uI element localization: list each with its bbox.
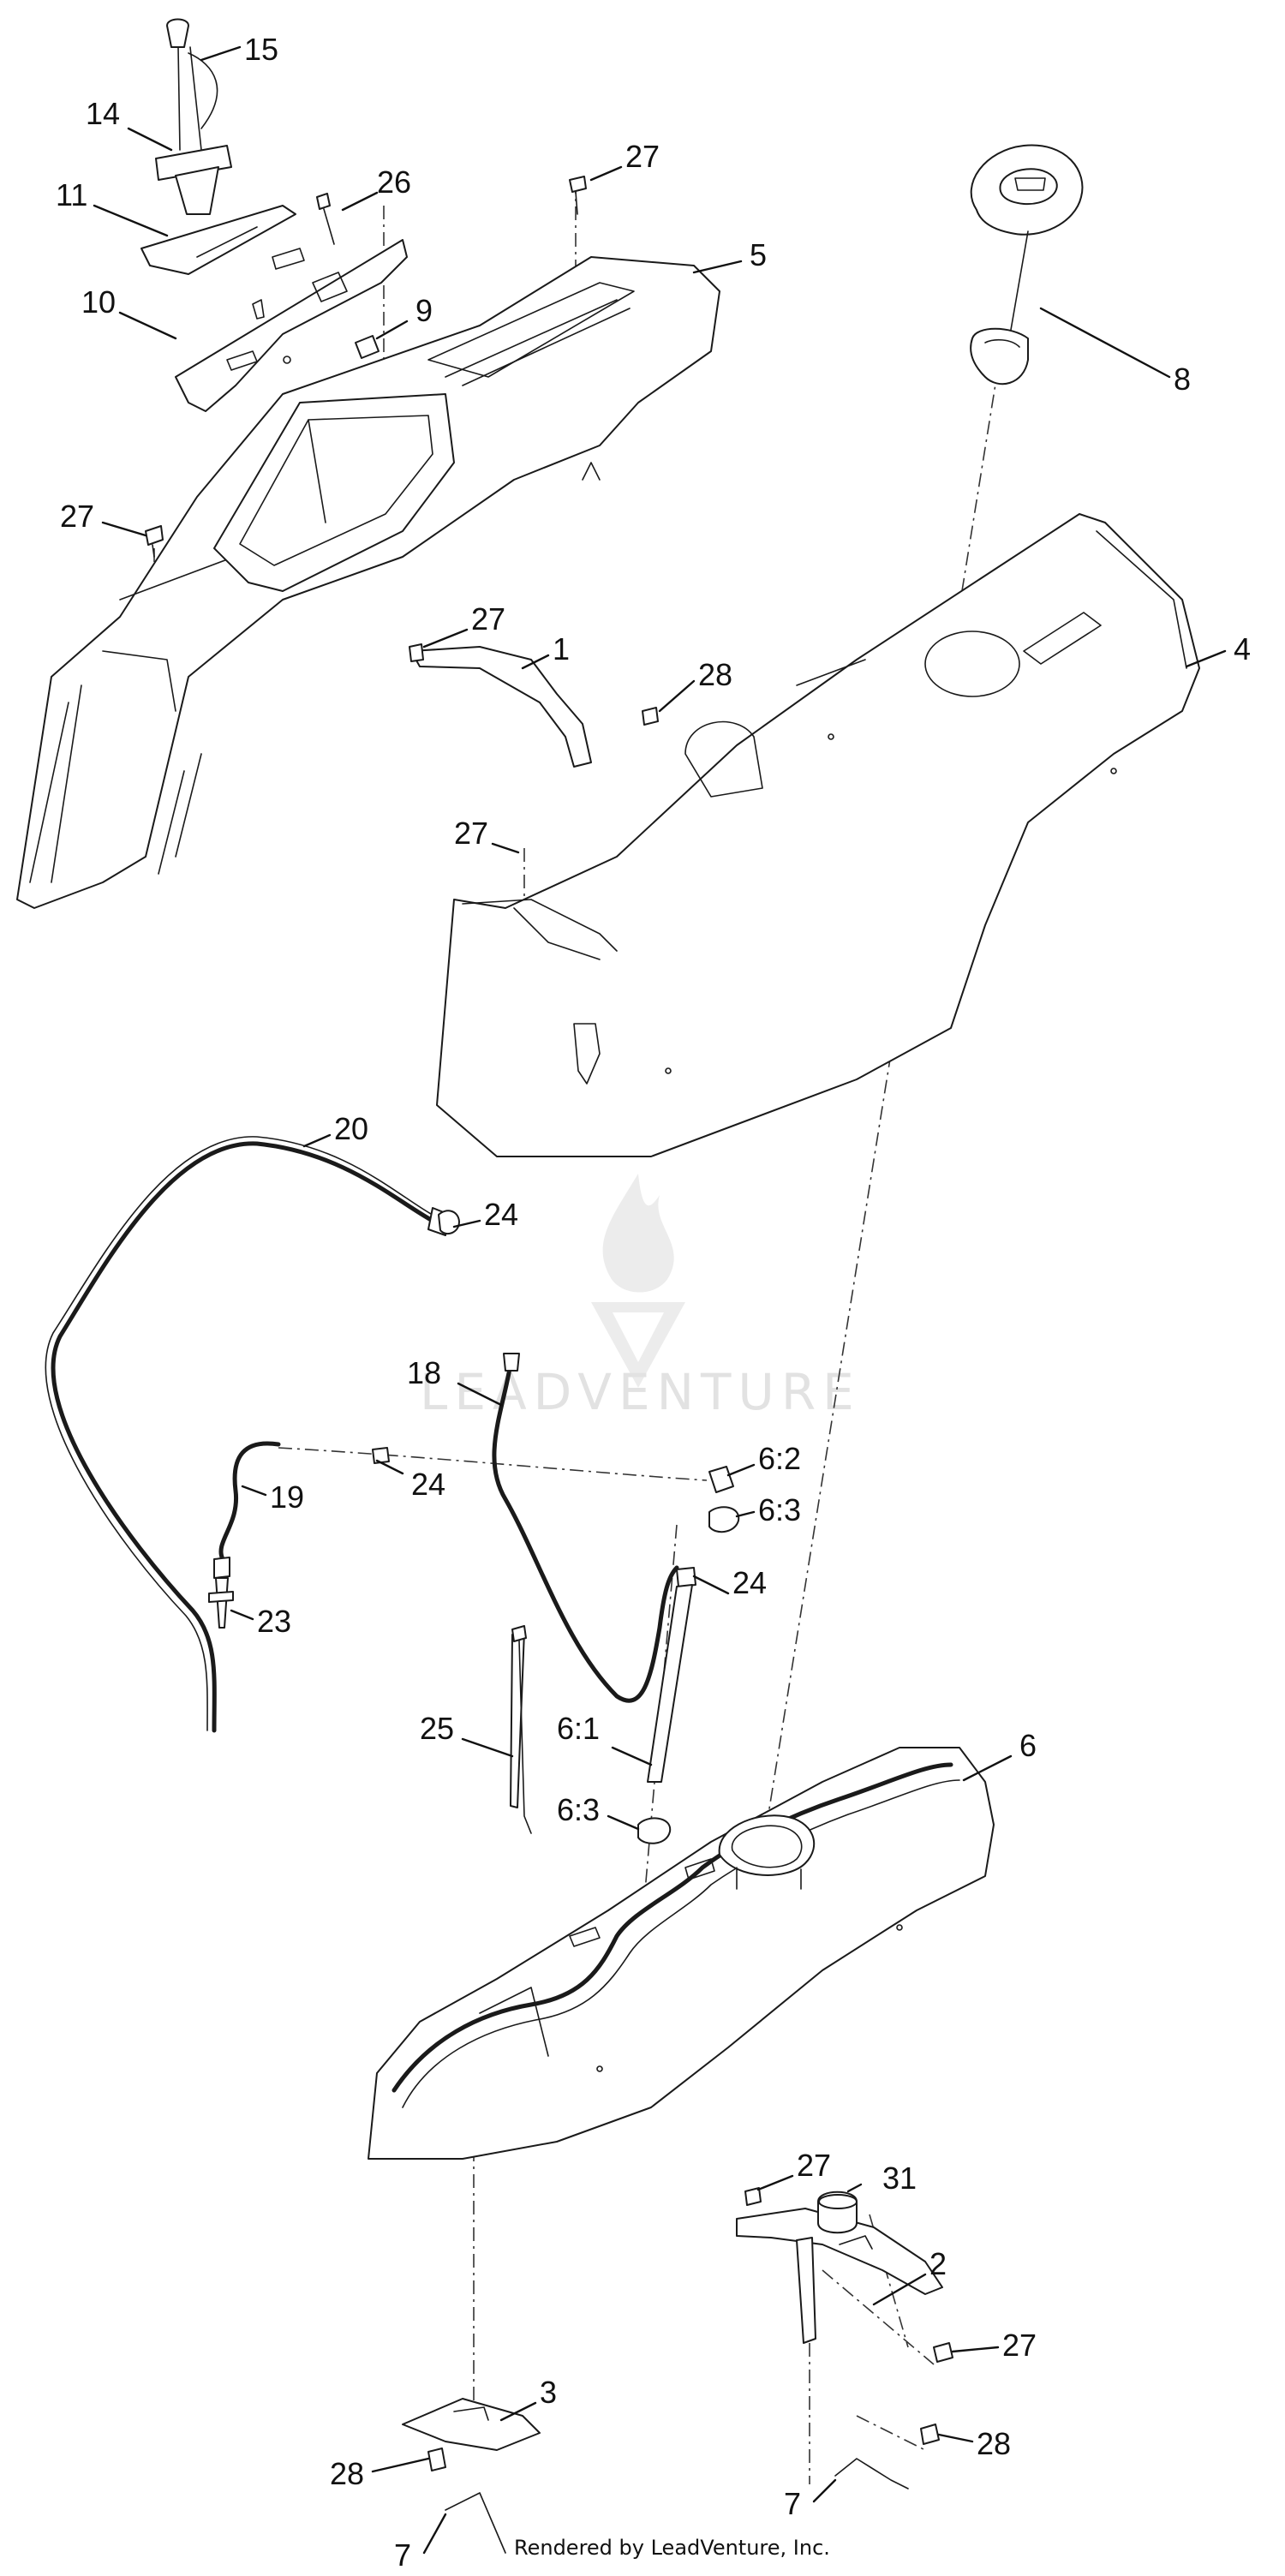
callout-26: 26 (377, 164, 411, 200)
callout-4: 4 (1234, 631, 1251, 666)
callout-24: 24 (732, 1565, 767, 1600)
cable-tie-part-25 (511, 1625, 532, 1834)
callout-31: 31 (882, 2161, 917, 2196)
callout-24: 24 (411, 1467, 445, 1502)
bracket-part-2 (736, 2187, 953, 2445)
callout-6-2: 6:2 (758, 1441, 801, 1476)
callout-27: 27 (797, 2148, 831, 2183)
callout-5: 5 (750, 237, 767, 272)
callout-11: 11 (56, 177, 87, 212)
callout-6-1: 6:1 (557, 1711, 600, 1746)
callout-18: 18 (407, 1355, 441, 1390)
footer-credit: Rendered by LeadVenture, Inc. (514, 2536, 830, 2560)
callout-7: 7 (784, 2486, 801, 2521)
hose-part-18 (492, 1353, 679, 1703)
callout-28: 28 (977, 2426, 1011, 2461)
callout-24: 24 (484, 1197, 518, 1232)
callout-27: 27 (1002, 2328, 1037, 2363)
callout-19: 19 (270, 1479, 304, 1515)
fuel-cap-part-8 (970, 144, 1084, 386)
callout-6: 6 (1019, 1728, 1037, 1763)
fuel-fittings (372, 1447, 740, 1844)
fasteners-upper (145, 176, 587, 558)
callout-27: 27 (625, 139, 660, 174)
bracket-part-3 (402, 2398, 541, 2471)
callout-15: 15 (244, 32, 278, 67)
hose-part-19-23 (208, 1441, 281, 1629)
callout-10: 10 (81, 284, 116, 320)
callout-9: 9 (415, 293, 433, 328)
callout-6-3: 6:3 (557, 1792, 600, 1827)
bracket-part-1 (409, 643, 659, 768)
watermark-logo (591, 1174, 685, 1388)
fuel-tank-part-6 (368, 1747, 995, 2160)
panel-plate-part-10 (175, 239, 408, 412)
dipstick-part-14-15 (155, 18, 232, 215)
leader-lines (93, 45, 1227, 2555)
callout-27: 27 (60, 499, 94, 534)
hose-part-20 (45, 1136, 460, 1733)
callout-28: 28 (698, 657, 732, 692)
tank-shroud-part-4 (436, 513, 1200, 1157)
callout-27: 27 (471, 601, 505, 637)
callout-8: 8 (1174, 362, 1191, 397)
callout-1: 1 (553, 631, 570, 666)
callout-25: 25 (420, 1711, 454, 1746)
callout-3: 3 (540, 2375, 557, 2410)
callout-7: 7 (394, 2537, 411, 2573)
callout-27: 27 (454, 816, 488, 851)
callout-20: 20 (334, 1111, 368, 1146)
watermark-text: LEADVENTURE (420, 1363, 861, 1421)
clips-part-7 (445, 2458, 909, 2554)
callout-labels: 15 14 11 26 27 5 8 10 9 27 27 1 28 4 27 … (56, 32, 1251, 2573)
callout-14: 14 (86, 96, 120, 131)
console-cover-part-5 (16, 256, 720, 909)
callout-6-3: 6:3 (758, 1492, 801, 1527)
callout-28: 28 (330, 2456, 364, 2491)
callout-2: 2 (929, 2246, 947, 2281)
callout-23: 23 (257, 1604, 291, 1639)
bezel-part-11 (140, 205, 296, 275)
